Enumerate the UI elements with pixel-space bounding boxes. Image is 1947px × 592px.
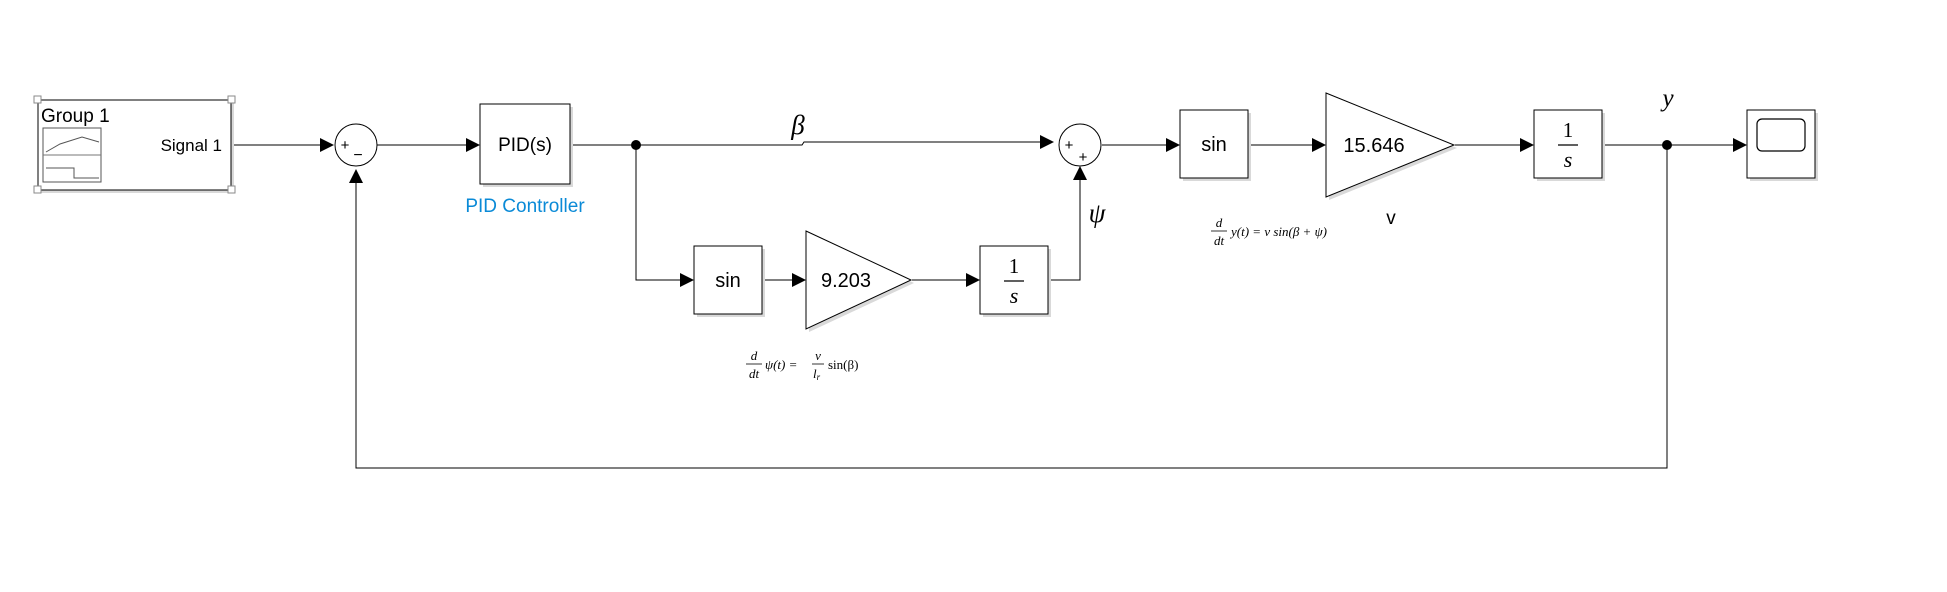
scope-block[interactable] [1746,109,1818,181]
arrow-into-sum2-left [1040,135,1054,149]
sin-upper-label: sin [1201,134,1227,156]
int-upper-numerator: 1 [1563,118,1574,142]
arrow-into-upper-gain [1312,138,1326,152]
pid-controller-caption: PID Controller [465,196,585,217]
eq-psi-lhs: ψ(t) = [765,357,797,372]
sin-lower-label: sin [715,270,741,292]
sum-block-1[interactable]: + − [334,123,378,167]
selection-handle-bl[interactable] [33,185,42,194]
eq-y-text: y(t) = v sin(β + ψ) [1229,224,1327,239]
selection-handle-br[interactable] [227,185,236,194]
signal-builder-block[interactable]: Group 1 Signal 1 [33,95,236,194]
gain-block-lower[interactable]: 9.203 [805,230,914,332]
wire-branch-to-lower-sin[interactable] [635,145,680,281]
integrator-block-upper[interactable]: 1 s [1533,109,1605,181]
eq-psi-rhs: sin(β) [828,357,858,372]
signal-label-psi: ψ [1089,198,1107,228]
sum-block-2[interactable]: + + [1058,123,1102,167]
arrow-into-sum1-bottom [349,169,363,183]
sin-block-lower[interactable]: sin [693,245,765,317]
selection-handle-tr[interactable] [227,95,236,104]
sum2-plus-bottom: + [1079,149,1088,166]
wires [233,135,1747,469]
integrator-block-lower[interactable]: 1 s [979,245,1051,317]
eq-psi-lr: lr [813,366,821,382]
wire-lower-int-to-sum2-psi[interactable] [1048,180,1081,281]
arrow-into-lower-gain [792,273,806,287]
int-lower-denominator: s [1010,283,1019,308]
gain-block-upper[interactable]: 15.646 [1325,92,1457,200]
sum1-plus-sign: + [341,137,350,154]
int-upper-denominator: s [1564,147,1573,172]
equation-y: d dt y(t) = v sin(β + ψ) [1211,215,1327,248]
eq-y-d: d [1216,215,1223,230]
pid-block-label: PID(s) [498,135,552,156]
arrow-into-upper-int [1520,138,1534,152]
arrow-into-lower-sin [680,273,694,287]
arrow-into-sum1 [320,138,334,152]
sum1-minus-sign: − [353,147,362,164]
sum2-plus-left: + [1065,137,1074,154]
eq-y-dt: dt [1214,233,1225,248]
selection-handle-tl[interactable] [33,95,42,104]
pid-controller-block[interactable]: PID(s) [479,103,573,187]
sin-block-upper[interactable]: sin [1179,109,1251,181]
arrow-into-upper-sin [1166,138,1180,152]
waveform-icon [42,127,102,183]
scope-screen-icon [1756,118,1806,152]
signal-label-y: y [1659,85,1674,112]
equation-psi: d dt ψ(t) = v lr sin(β) [746,348,858,382]
eq-psi-v: v [815,348,821,363]
arrow-into-pid [466,138,480,152]
signal-builder-group-label: Group 1 [41,106,110,127]
arrow-into-scope [1733,138,1747,152]
int-lower-numerator: 1 [1009,254,1020,278]
gain-caption-v: v [1386,208,1396,229]
gain-upper-label: 15.646 [1343,135,1404,157]
eq-psi-dt: dt [749,366,760,381]
gain-lower-label: 9.203 [821,270,871,292]
signal-builder-signal-label: Signal 1 [161,136,222,155]
wire-feedback-y[interactable] [355,145,1668,469]
signal-label-beta: β [790,110,805,140]
arrow-into-lower-int [966,273,980,287]
eq-psi-d: d [751,348,758,363]
arrow-into-sum2-bottom [1073,166,1087,180]
wire-pid-to-sum2-beta[interactable] [572,141,1040,146]
